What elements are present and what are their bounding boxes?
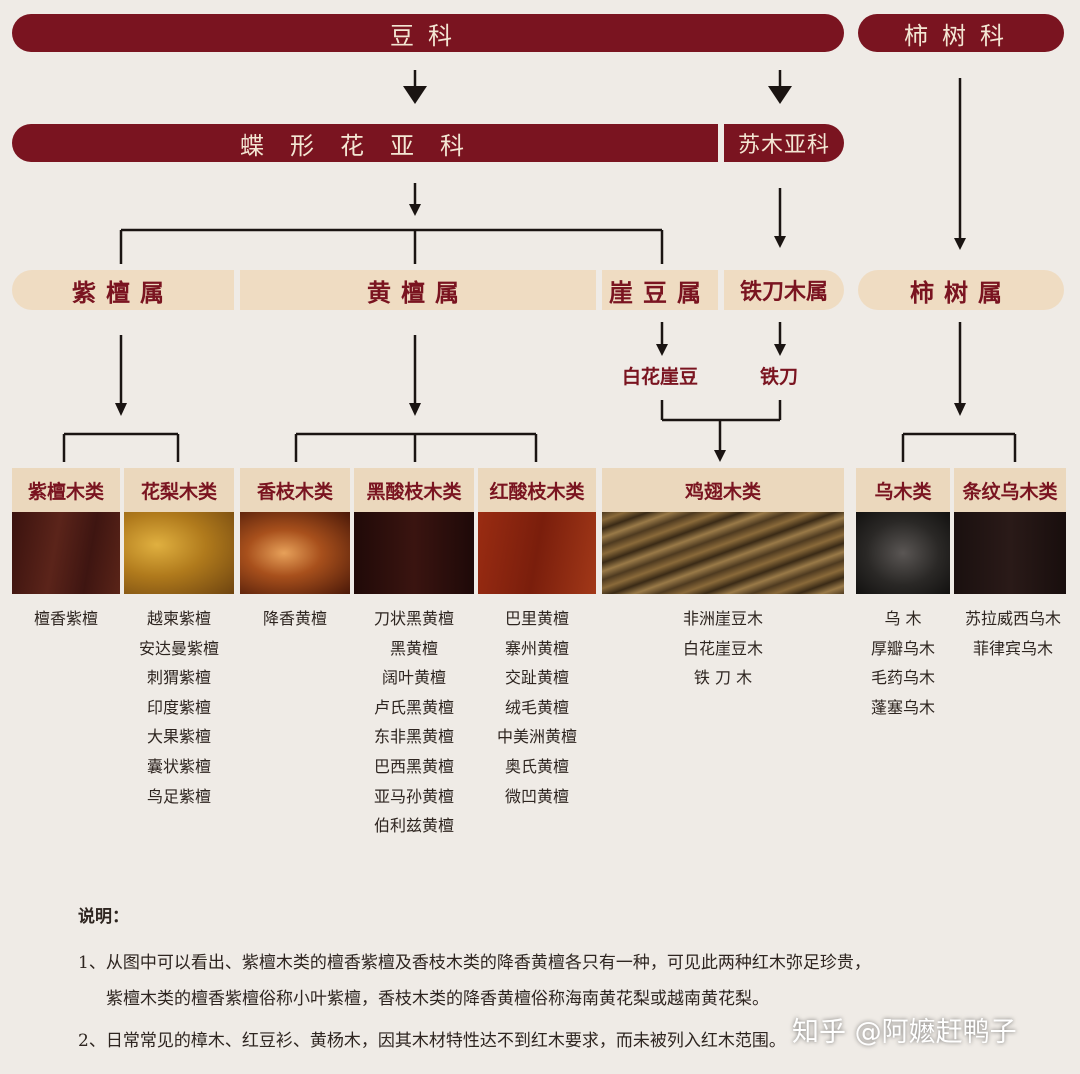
species-item: 菲律宾乌木 xyxy=(972,638,1053,658)
family-legume-label: 豆科 xyxy=(390,21,466,50)
category-header-zitan: 紫檀木类 xyxy=(12,468,120,512)
note-line-2: 2、日常常见的樟木、红豆衫、黄杨木，因其木材特性达不到红木要求，而未被列入红木范… xyxy=(78,1031,786,1051)
subfamily-papilionoideae: 蝶形花亚科 xyxy=(12,124,718,162)
species-item: 降香黄檀 xyxy=(262,609,327,628)
species-list-tiaowen-wumu: 苏拉威西乌木 菲律宾乌木 xyxy=(954,604,1072,663)
category-header-wumu: 乌木类 xyxy=(856,468,950,512)
species-item: 巴里黄檀 xyxy=(504,609,569,628)
category-header-heisuanzhi: 黑酸枝木类 xyxy=(354,468,474,512)
note-line-1-continued: 紫檀木类的檀香紫檀俗称小叶紫檀，香枝木类的降香黄檀俗称海南黄花梨或越南黄花梨。 xyxy=(106,989,769,1009)
species-item: 奥氏黄檀 xyxy=(504,756,569,776)
species-list-wumu: 乌 木 厚瓣乌木 毛药乌木 蓬塞乌木 xyxy=(856,604,950,722)
species-item: 绒毛黄檀 xyxy=(504,697,569,717)
species-item: 东非黑黄檀 xyxy=(373,727,454,747)
species-item: 铁 刀 木 xyxy=(693,668,753,688)
species-item: 苏拉威西乌木 xyxy=(964,609,1061,628)
species-list-xiangzhi: 降香黄檀 xyxy=(240,604,350,634)
species-item: 印度紫檀 xyxy=(146,697,211,717)
genus-senna-label: 铁刀木属 xyxy=(739,279,828,305)
subfamily-caesalpinioideae-label: 苏木亚科 xyxy=(737,133,830,158)
genus-dalbergia-label: 黄檀属 xyxy=(367,277,469,307)
genus-millettia-label: 崖豆属 xyxy=(609,277,711,307)
wood-sample-hongsuanzhi xyxy=(478,512,596,594)
species-item: 越柬紫檀 xyxy=(146,609,211,628)
category-header-xiangzhi: 香枝木类 xyxy=(240,468,350,512)
species-item: 伯利兹黄檀 xyxy=(373,816,454,836)
species-item: 非洲崖豆木 xyxy=(682,609,763,628)
species-item: 鸟足紫檀 xyxy=(146,786,211,806)
species-item: 巴西黑黄檀 xyxy=(373,756,454,776)
species-list-heisuanzhi: 刀状黑黄檀 黑黄檀 阔叶黄檀 卢氏黑黄檀 东非黑黄檀 巴西黑黄檀 亚马孙黄檀 伯… xyxy=(354,604,474,841)
wood-sample-jichi xyxy=(602,512,844,594)
genus-diospyros-label: 柿树属 xyxy=(910,277,1012,307)
species-item: 乌 木 xyxy=(884,609,922,628)
watermark: 知乎 @阿嬷赶鸭子 xyxy=(792,1017,1017,1048)
subfamily-caesalpinioideae: 苏木亚科 xyxy=(724,124,844,162)
wood-sample-tiaowen-wumu xyxy=(954,512,1066,594)
wood-sample-wumu xyxy=(856,512,950,594)
note-line-1: 1、从图中可以看出、紫檀木类的檀香紫檀及香枝木类的降香黄檀各只有一种，可见此两种… xyxy=(78,953,871,973)
genus-pterocarpus: 紫檀属 xyxy=(12,270,234,310)
family-ebenaceae: 柿树科 xyxy=(858,14,1064,52)
wood-sample-heisuanzhi xyxy=(354,512,474,594)
species-item: 安达曼紫檀 xyxy=(138,638,219,658)
category-header-tiaowen-wumu: 条纹乌木类 xyxy=(954,468,1066,512)
species-item: 毛药乌木 xyxy=(870,668,935,688)
species-item: 檀香紫檀 xyxy=(33,609,98,628)
species-item: 中美洲黄檀 xyxy=(496,727,577,747)
notes-heading: 说明： xyxy=(78,907,129,927)
species-list-jichi: 非洲崖豆木 白花崖豆木 铁 刀 木 xyxy=(602,604,844,693)
category-header-jichi: 鸡翅木类 xyxy=(602,468,844,512)
wood-sample-zitan xyxy=(12,512,120,594)
species-list-hongsuanzhi: 巴里黄檀 寨州黄檀 交趾黄檀 绒毛黄檀 中美洲黄檀 奥氏黄檀 微凹黄檀 xyxy=(478,604,596,811)
species-item: 蓬塞乌木 xyxy=(870,697,935,717)
species-list-zitan: 檀香紫檀 xyxy=(12,604,120,634)
genus-dalbergia: 黄檀属 xyxy=(240,270,596,310)
species-item: 亚马孙黄檀 xyxy=(373,786,454,806)
species-item: 白花崖豆木 xyxy=(682,638,763,658)
species-item: 寨州黄檀 xyxy=(504,638,569,658)
species-item: 黑黄檀 xyxy=(389,638,438,658)
genus-senna: 铁刀木属 xyxy=(724,270,844,310)
family-legume: 豆科 xyxy=(12,14,844,52)
species-item: 厚瓣乌木 xyxy=(870,638,935,658)
node-senna-siamea: 铁刀 xyxy=(760,366,799,388)
species-item: 阔叶黄檀 xyxy=(381,668,446,688)
species-item: 卢氏黑黄檀 xyxy=(373,697,454,717)
species-item: 囊状紫檀 xyxy=(146,756,211,776)
node-white-flower-millettia: 白花崖豆 xyxy=(622,366,699,388)
species-item: 刺猬紫檀 xyxy=(146,668,211,688)
genus-millettia: 崖豆属 xyxy=(602,270,718,310)
species-item: 大果紫檀 xyxy=(146,727,211,747)
species-item: 微凹黄檀 xyxy=(504,786,569,806)
wood-sample-huali xyxy=(124,512,234,594)
genus-diospyros: 柿树属 xyxy=(858,270,1064,310)
genus-pterocarpus-label: 紫檀属 xyxy=(72,277,174,307)
category-header-hongsuanzhi: 红酸枝木类 xyxy=(478,468,596,512)
wood-sample-xiangzhi xyxy=(240,512,350,594)
family-ebenaceae-label: 柿树科 xyxy=(904,21,1018,50)
species-list-huali: 越柬紫檀 安达曼紫檀 刺猬紫檀 印度紫檀 大果紫檀 囊状紫檀 鸟足紫檀 xyxy=(124,604,234,811)
subfamily-papilionoideae-label: 蝶形花亚科 xyxy=(240,131,490,160)
species-item: 刀状黑黄檀 xyxy=(373,609,454,628)
species-item: 交趾黄檀 xyxy=(504,668,569,688)
category-header-huali: 花梨木类 xyxy=(124,468,234,512)
